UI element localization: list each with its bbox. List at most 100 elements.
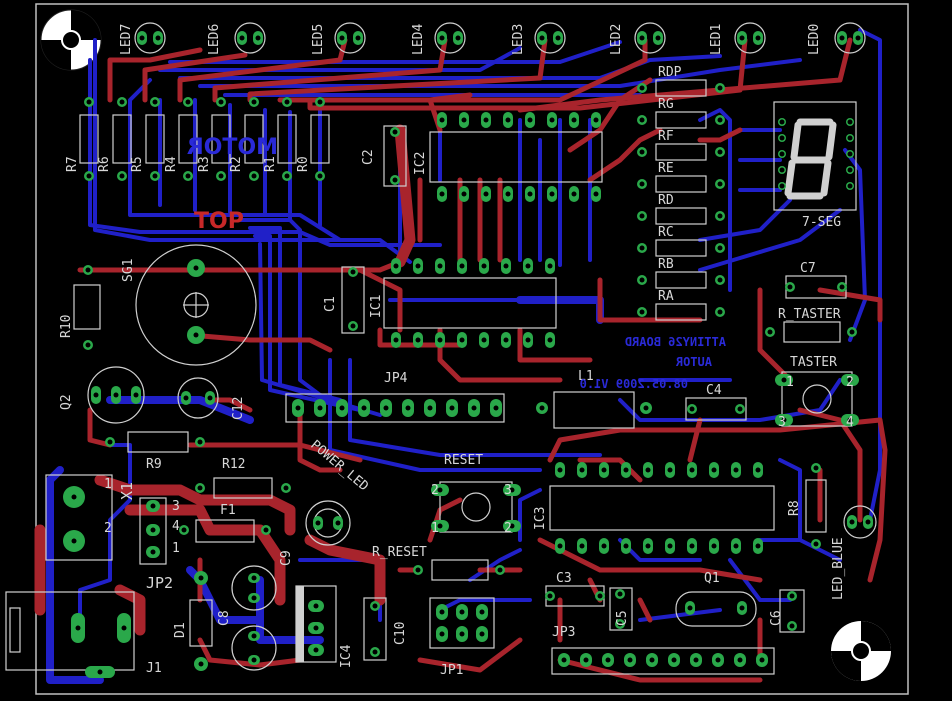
drill-hole (755, 543, 761, 549)
drill-hole (439, 191, 445, 197)
r8-label: R8 (787, 500, 802, 516)
resistor-label: R2 (229, 156, 244, 172)
drill-hole (847, 119, 853, 125)
drill-hole (579, 543, 585, 549)
drill-hole (251, 173, 257, 179)
drill-hole (813, 541, 819, 547)
pin-number: 4 (846, 415, 854, 430)
drill-hole (759, 657, 765, 663)
power-jack-outline (5, 591, 135, 671)
drill-hole (251, 595, 257, 601)
drill-hole (847, 167, 853, 173)
led-label: LED4 (411, 24, 426, 55)
drill-hole (439, 609, 445, 615)
drill-hole (717, 117, 723, 123)
drill-hole (639, 117, 645, 123)
pin-number: 2 (104, 521, 112, 536)
drill-hole (93, 392, 99, 398)
drill-hole (437, 523, 443, 529)
drill-hole (392, 177, 398, 183)
pin-number: 1 (786, 375, 794, 390)
drill-hole (739, 35, 745, 41)
drill-hole (437, 337, 443, 343)
drill-hole (155, 35, 161, 41)
segment-resistor-label: RDP (658, 65, 682, 80)
drill-hole (839, 35, 845, 41)
drill-hole (284, 173, 290, 179)
led-label: LED6 (207, 24, 222, 55)
drill-hole (415, 337, 421, 343)
drill-hole (263, 527, 269, 533)
drill-hole (85, 342, 91, 348)
drill-hole (849, 519, 855, 525)
x1-label: X1 (118, 482, 136, 500)
drill-hole (601, 467, 607, 473)
segment-resistor-label: RF (658, 129, 674, 144)
drill-hole (427, 405, 433, 411)
drill-hole (627, 657, 633, 663)
c6-label: C6 (769, 610, 784, 626)
drill-hole (503, 263, 509, 269)
drill-hole (255, 35, 261, 41)
drill-hole (471, 405, 477, 411)
date-mirrored: 08.05.2009 V1.0 (580, 377, 688, 391)
drill-hole (393, 337, 399, 343)
resistor-label: R1 (263, 156, 278, 172)
motor-mirrored: MOTOR (187, 135, 278, 160)
drill-hole (218, 173, 224, 179)
drill-hole (295, 405, 301, 411)
drill-hole (717, 213, 723, 219)
drill-hole (689, 406, 695, 412)
drill-hole (339, 35, 345, 41)
drill-hole (813, 465, 819, 471)
drill-hole (855, 35, 861, 41)
segment-resistor-array (655, 79, 707, 321)
reset-button-outline (439, 481, 513, 533)
pin-number: 1 (172, 541, 180, 556)
drill-hole (437, 487, 443, 493)
drill-hole (113, 392, 119, 398)
drill-hole (645, 467, 651, 473)
c7-label: C7 (800, 261, 816, 276)
drill-hole (557, 467, 563, 473)
drill-hole (579, 467, 585, 473)
drill-hole (152, 173, 158, 179)
drill-hole (639, 181, 645, 187)
drill-hole (313, 625, 319, 631)
drill-hole (645, 543, 651, 549)
drill-hole (372, 603, 378, 609)
top-copper-layer (34, 37, 888, 683)
drill-hole (779, 135, 785, 141)
led-label: LED0 (807, 24, 822, 55)
drill-hole (655, 35, 661, 41)
led-label: LED1 (709, 24, 724, 55)
drill-hole (415, 263, 421, 269)
drill-hole (597, 593, 603, 599)
mounting-hole-top-left (40, 9, 102, 71)
drill-hole (315, 520, 321, 526)
drill-hole (207, 395, 213, 401)
drill-hole (847, 377, 853, 383)
drill-hole (639, 277, 645, 283)
taster-label: TASTER (790, 355, 837, 370)
drill-hole (689, 467, 695, 473)
ic2-label: IC2 (413, 152, 428, 175)
drill-hole (527, 117, 533, 123)
drill-hole (193, 265, 199, 271)
drill-hole (185, 173, 191, 179)
c2-label: C2 (361, 149, 376, 165)
drill-hole (393, 263, 399, 269)
led-label: LED5 (311, 24, 326, 55)
led-label: LED2 (609, 24, 624, 55)
resistor-label: R3 (197, 156, 212, 172)
drill-hole (150, 549, 156, 555)
resistor-label: R0 (296, 156, 311, 172)
r9-label: R9 (146, 457, 162, 472)
drill-hole (198, 661, 204, 667)
drill-hole (372, 649, 378, 655)
drill-hole (639, 213, 645, 219)
drill-hole (789, 623, 795, 629)
drill-hole (181, 527, 187, 533)
drill-hole (455, 35, 461, 41)
